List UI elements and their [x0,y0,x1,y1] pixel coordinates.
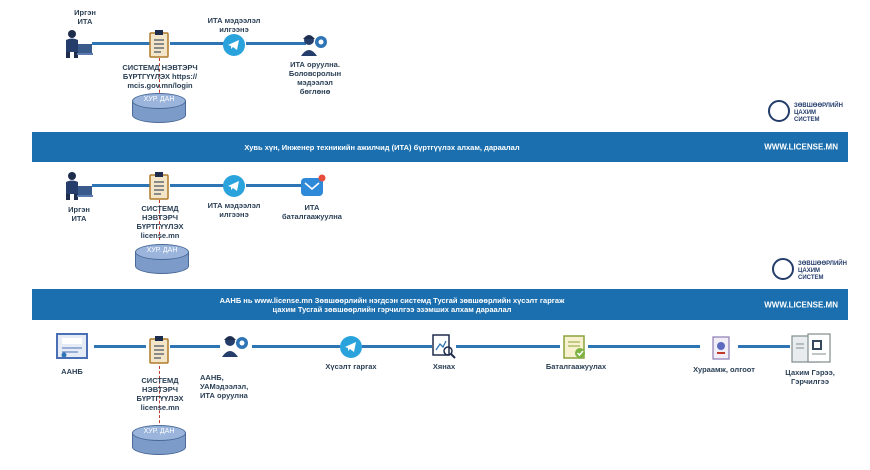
connector-2 [159,200,160,240]
flow-line-2a [92,184,158,187]
actor-label-2: Иргэн ИТА [68,205,90,223]
system-label-1: СИСТЕМД НЭВТЭРЧ БҮРТГҮҮЛЭХ https:// mcis… [122,63,198,90]
flow-line-3e [456,345,560,348]
banner-site-1: WWW.LICENSE.MN [764,142,838,152]
connector-3 [159,366,160,428]
mail-label-2: ИТА баталгаажуулна [282,203,342,221]
engineer-label-3: ААНБ, УАМэдээлэл, ИТА оруулна [200,373,249,400]
flow-line-3c [252,345,340,348]
flow-line-1b [170,42,224,45]
actor-label-1: Иргэн ИТА [74,8,96,26]
flow-line-3g [738,345,790,348]
telegram-label-1: ИТА мэдээлэл илгээнэ [207,16,261,34]
database-icon-3: ХУР. ДАН [132,425,186,457]
clipboard-icon [149,30,169,58]
logo-text-2: ЗӨВШӨӨРЛИЙН ЦАХИМ СИСТЕМ [798,261,847,281]
database-icon-1: ХУР. ДАН [132,93,186,125]
engineer-label-1: ИТА оруулна. Боловсролын мэдээлэл бөглөн… [288,60,342,96]
flow-line-2b [170,184,224,187]
approve-label: Баталгаажуулах [545,362,607,371]
review-search-icon [432,334,456,359]
certificate-icon [56,333,88,359]
banner-text-1: Хувь хүн, Инженер техникийн ажилчид (ИТА… [244,143,520,152]
banner-organization: ААНБ нь www.license.mn Зөвшөөрлийн нэгдс… [32,289,848,320]
flow-line-1a [92,42,158,45]
fee-document-icon [712,336,730,360]
clipboard-icon [149,336,169,364]
db-label-2: ХУР. ДАН [146,247,178,254]
fee-label: Хураамж, олгоот [693,365,755,374]
db-label-1: ХУР. ДАН [143,96,175,103]
system-label-2: СИСТЕМД НЭВТЭРЧ БҮРТГҮҮЛЭХ license.mn [136,204,184,240]
person-laptop-icon [66,172,93,200]
connector-1 [159,58,160,98]
banner-text-2: ААНБ нь www.license.mn Зөвшөөрлийн нэгдс… [219,296,565,314]
person-laptop-icon [66,30,93,58]
logo-text-1: ЗӨВШӨӨРЛИЙН ЦАХИМ СИСТЕМ [794,103,843,123]
flow-line-2c [246,184,302,187]
telegram-icon [340,336,362,358]
telegram-icon [223,175,245,197]
banner-site-2: WWW.LICENSE.MN [764,300,838,309]
telegram-label-2: ИТА мэдээлэл илгээнэ [207,201,261,219]
engineer-gear-icon [222,336,248,357]
banner-individual: Хувь хүн, Инженер техникийн ажилчид (ИТА… [32,132,848,162]
db-label-3: ХУР. ДАН [143,428,175,435]
mail-notification-icon [301,174,326,196]
request-label: Хүсэлт гаргах [325,362,377,371]
flow-line-3b [170,345,220,348]
flow-line-1c [246,42,306,45]
clipboard-icon [149,172,169,200]
org-label: ААНБ [61,367,83,376]
telegram-icon [223,34,245,56]
database-icon-2: ХУР. ДАН [135,244,189,276]
e-certificate-icon [791,333,831,363]
engineer-gear-icon [301,35,327,56]
review-label: Хянах [432,362,456,371]
approval-checklist-icon [563,335,585,359]
system-label-3: СИСТЕМД НЭВТЭРЧ БҮРТГҮҮЛЭХ license.mn [136,376,184,412]
cert-label: Цахим Гэрээ, Гэрчилгээ [785,368,835,386]
flow-line-3a [94,345,146,348]
flow-line-3d [362,345,432,348]
flow-line-3f [588,345,700,348]
